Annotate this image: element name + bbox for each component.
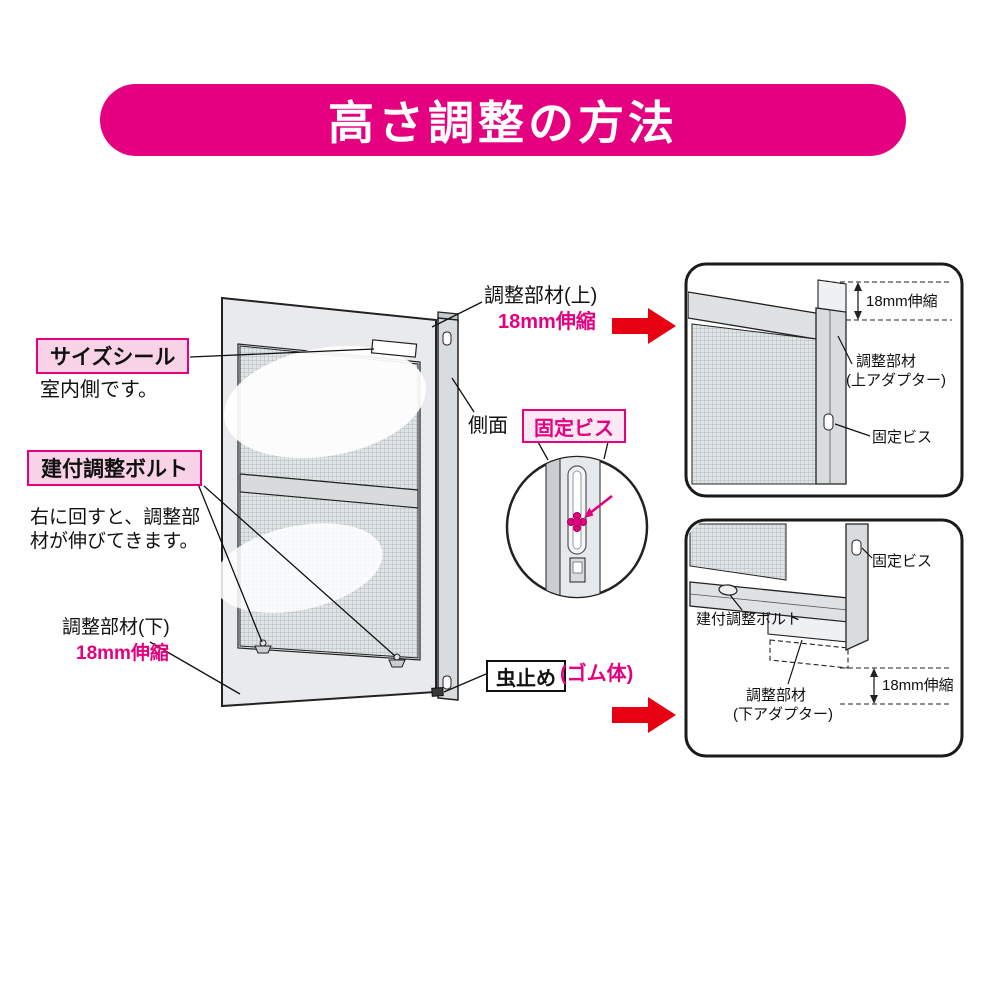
adjust-bolt-label: 建付調整ボルト bbox=[27, 450, 202, 486]
insect-stop-text: 虫止め bbox=[496, 667, 556, 690]
inset-top-drawing bbox=[684, 262, 964, 498]
fixing-screw-text: 固定ビス bbox=[534, 417, 614, 440]
inset-bottom-stretch: 18mm伸縮 bbox=[882, 677, 954, 694]
adjust-bolt-note: 右に回すと、調整部 材が伸びてきます。 bbox=[30, 507, 201, 553]
screw-detail-circle bbox=[505, 455, 649, 599]
rubber-body-label: (ゴム体) bbox=[560, 663, 634, 685]
fixing-screw-head bbox=[567, 512, 588, 533]
adjust-bolt-right bbox=[388, 653, 406, 668]
size-seal-sticker bbox=[370, 339, 418, 358]
fixing-screw-label: 固定ビス bbox=[522, 409, 626, 443]
title-banner: 高さ調整の方法 bbox=[100, 84, 906, 156]
member-upper-label: 調整部材(上) bbox=[484, 285, 598, 307]
inset-bottom-drawing bbox=[684, 518, 964, 758]
inset-top-member: 調整部材 bbox=[856, 353, 917, 370]
inset-bottom-member: 調整部材 bbox=[746, 687, 807, 704]
screen-frame-drawing bbox=[213, 296, 459, 708]
page-title: 高さ調整の方法 bbox=[328, 97, 678, 149]
red-arrow-top bbox=[612, 308, 676, 344]
inset-bottom-member-sub: (下アダプター) bbox=[733, 706, 833, 723]
red-arrow-bottom bbox=[612, 697, 676, 733]
inset-top-stretch: 18mm伸縮 bbox=[866, 293, 938, 310]
adjust-bolt-text: 建付調整ボルト bbox=[41, 458, 188, 481]
inset-bottom-screw: 固定ビス bbox=[872, 553, 933, 570]
indoor-side-label: 室内側です。 bbox=[40, 379, 158, 401]
size-seal-label: サイズシール bbox=[36, 338, 190, 374]
adjust-bolt-left bbox=[254, 639, 272, 654]
side-face-label: 側面 bbox=[468, 415, 508, 437]
member-lower-label: 調整部材(下) bbox=[62, 617, 170, 638]
member-lower-stretch: 18mm伸縮 bbox=[76, 643, 169, 664]
inset-top-screw: 固定ビス bbox=[872, 429, 933, 446]
leader-lines bbox=[149, 301, 609, 695]
size-seal-text: サイズシール bbox=[50, 346, 176, 369]
insect-stop-label: 虫止め bbox=[486, 660, 566, 692]
inset-bottom-bolt: 建付調整ボルト bbox=[696, 611, 802, 628]
member-upper-stretch: 18mm伸縮 bbox=[498, 311, 596, 333]
inset-top-member-sub: (上アダプター) bbox=[846, 372, 946, 389]
